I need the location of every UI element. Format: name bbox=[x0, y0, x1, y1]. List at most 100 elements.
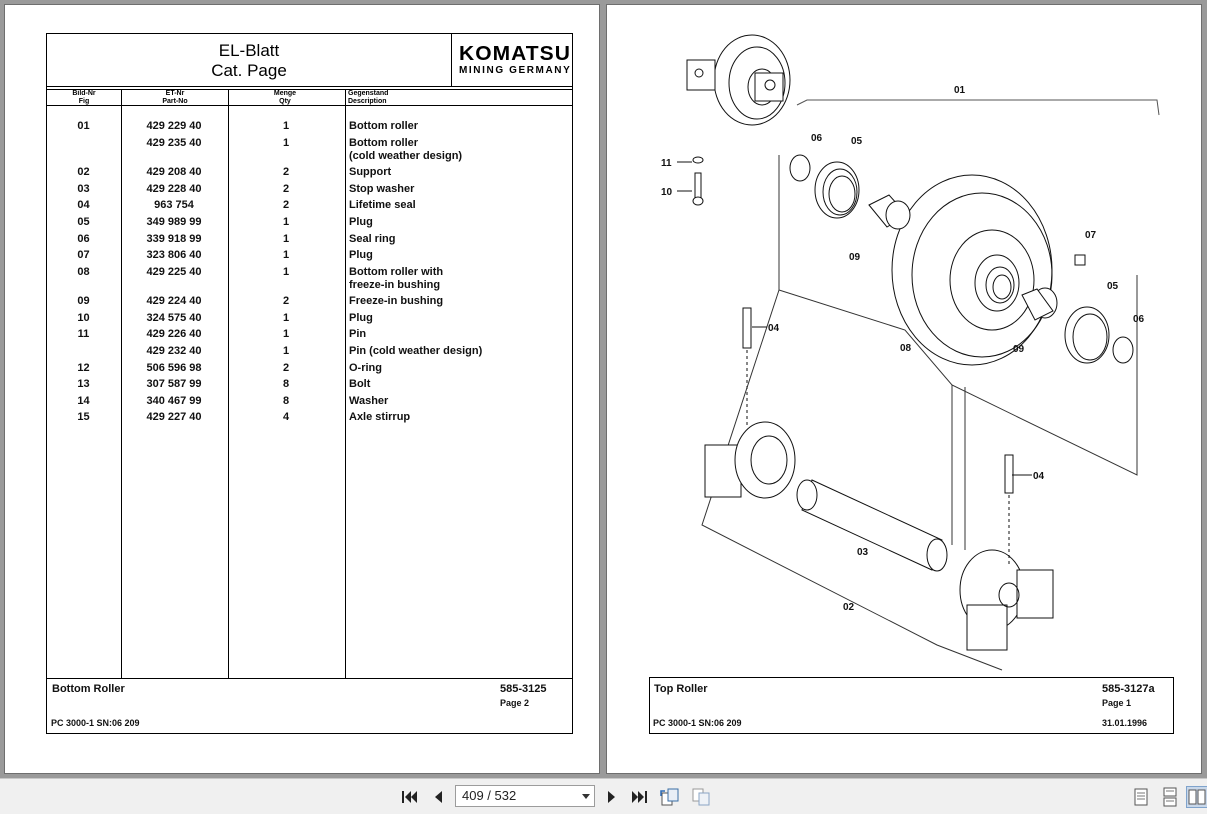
right-footer-title: Top Roller bbox=[654, 683, 708, 695]
col-header-desc: Gegenstand Description bbox=[348, 90, 388, 106]
row-quantity: 8 bbox=[282, 394, 290, 407]
col-desc-l2: Description bbox=[348, 98, 387, 105]
row-description: Bottom roller bbox=[349, 136, 419, 149]
col-header-underline bbox=[47, 105, 572, 106]
next-view-button[interactable] bbox=[690, 786, 712, 808]
row-quantity: 1 bbox=[282, 249, 290, 262]
continuous-view-button[interactable] bbox=[1159, 786, 1181, 808]
row-description: Washer bbox=[349, 394, 389, 407]
row-quantity: 2 bbox=[282, 199, 290, 212]
col-header-fig: Bild-Nr Fig bbox=[69, 90, 99, 106]
row-fig-number: 10 bbox=[77, 311, 90, 324]
col-fig-l2: Fig bbox=[78, 98, 90, 105]
row-fig-number: 11 bbox=[77, 328, 90, 341]
axle-shaft bbox=[796, 479, 948, 572]
row-description: O-ring bbox=[349, 361, 382, 374]
row-quantity: 1 bbox=[282, 345, 290, 357]
row-quantity: 1 bbox=[282, 215, 290, 228]
catalog-frame: EL-Blatt Cat. Page KOMATSU MINING GERMAN… bbox=[46, 33, 573, 734]
row-part-number: 307 587 99 bbox=[146, 378, 202, 391]
left-page: EL-Blatt Cat. Page KOMATSU MINING GERMAN… bbox=[4, 4, 600, 774]
row-part-number: 340 467 99 bbox=[146, 394, 202, 407]
label-11: 11 bbox=[661, 158, 672, 169]
label-09a: 09 bbox=[849, 252, 861, 263]
row-fig-number: 14 bbox=[77, 394, 90, 407]
header-divider-2 bbox=[47, 89, 572, 90]
logo-main-text: KOMATSU bbox=[459, 43, 571, 65]
label-05a: 05 bbox=[851, 136, 863, 147]
chevron-down-icon bbox=[582, 794, 590, 799]
footer-number: 585-3125 bbox=[500, 683, 547, 695]
col-divider-3 bbox=[345, 89, 346, 678]
label-01: 01 bbox=[954, 85, 966, 96]
exploded-diagram: 01 02 03 04 04 05 05 06 06 07 08 09 09 1… bbox=[661, 34, 1160, 671]
footer-title: Bottom Roller bbox=[52, 683, 125, 695]
next-page-button[interactable] bbox=[601, 786, 623, 808]
col-header-part: ET-Nr Part-No bbox=[155, 90, 195, 106]
label-04a: 04 bbox=[768, 323, 780, 334]
row-description: Plug bbox=[349, 311, 373, 324]
row-description: Stop washer bbox=[349, 182, 415, 195]
first-page-icon bbox=[402, 791, 417, 803]
row-description: Freeze-in bushing bbox=[349, 295, 444, 308]
col-part-l2: Part-No bbox=[162, 98, 188, 105]
row-fig-number: 13 bbox=[77, 378, 90, 391]
prev-page-icon bbox=[435, 791, 442, 803]
right-footer-frame: Top Roller 585-3127a Page 1 PC 3000-1 SN… bbox=[649, 677, 1174, 734]
prev-page-button[interactable] bbox=[427, 786, 449, 808]
right-footer-number: 585-3127a bbox=[1102, 683, 1155, 695]
facing-pages-icon bbox=[1188, 789, 1206, 805]
row-description: Pin (cold weather design) bbox=[349, 345, 483, 357]
next-page-icon bbox=[608, 791, 615, 803]
col-qty-l1: Menge bbox=[273, 90, 297, 97]
right-footer-date: 31.01.1996 bbox=[1102, 718, 1148, 728]
label-08: 08 bbox=[900, 343, 912, 354]
continuous-page-icon bbox=[1163, 787, 1177, 807]
main-roller-wheel bbox=[891, 174, 1053, 366]
row-part-number: 429 226 40 bbox=[146, 328, 202, 341]
label-06a: 06 bbox=[811, 133, 823, 144]
label-05b: 05 bbox=[1107, 281, 1119, 292]
previous-view-icon bbox=[660, 788, 679, 806]
logo-sub-text: MINING GERMANY bbox=[459, 65, 572, 76]
col-part-l1: ET-Nr bbox=[165, 90, 185, 97]
previous-view-button[interactable] bbox=[659, 786, 681, 808]
row-quantity: 2 bbox=[282, 182, 290, 195]
col-fig-l1: Bild-Nr bbox=[72, 90, 96, 97]
row-quantity: 2 bbox=[282, 295, 290, 308]
single-page-view-button[interactable] bbox=[1130, 786, 1152, 808]
row-part-number: 429 225 40 bbox=[146, 265, 202, 278]
first-page-button[interactable] bbox=[398, 786, 420, 808]
row-fig-number: 15 bbox=[77, 411, 90, 424]
header-title-line1: EL-Blatt bbox=[218, 41, 280, 60]
row-fig-number: 07 bbox=[77, 249, 90, 262]
row-description: Bottom roller with bbox=[349, 265, 444, 278]
row-description: Bottom roller bbox=[349, 120, 419, 132]
row-part-number: 506 596 98 bbox=[146, 361, 202, 374]
right-footer-model: PC 3000-1 SN:06 209 bbox=[653, 718, 742, 728]
support-right bbox=[959, 549, 1054, 651]
row-quantity: 4 bbox=[282, 411, 290, 424]
row-description-line2: (cold weather design) bbox=[349, 149, 463, 162]
last-page-button[interactable] bbox=[629, 786, 651, 808]
row-description-line2: freeze-in bushing bbox=[349, 278, 441, 291]
row-description: Plug bbox=[349, 215, 373, 228]
row-description: Lifetime seal bbox=[349, 199, 416, 212]
right-page: 01 02 03 04 04 05 05 06 06 07 08 09 09 1… bbox=[606, 4, 1202, 774]
row-quantity: 2 bbox=[282, 361, 290, 374]
row-description: Support bbox=[349, 166, 392, 179]
footer-divider bbox=[47, 678, 572, 679]
row-fig-number: 03 bbox=[77, 182, 90, 195]
row-fig-number: 12 bbox=[77, 361, 90, 374]
row-part-number: 429 227 40 bbox=[146, 411, 202, 424]
page-number-select[interactable]: 409 / 532 bbox=[455, 785, 595, 807]
facing-view-button[interactable] bbox=[1186, 786, 1207, 808]
viewer-toolbar: 409 / 532 bbox=[0, 778, 1207, 814]
footer-model: PC 3000-1 SN:06 209 bbox=[51, 718, 140, 728]
row-part-number: 349 989 99 bbox=[146, 215, 202, 228]
row-description: Bolt bbox=[349, 378, 371, 391]
row-description: Plug bbox=[349, 249, 373, 262]
row-part-number: 323 806 40 bbox=[146, 249, 202, 262]
komatsu-logo: KOMATSU MINING GERMANY bbox=[451, 34, 572, 86]
row-fig-number: 02 bbox=[77, 166, 90, 179]
